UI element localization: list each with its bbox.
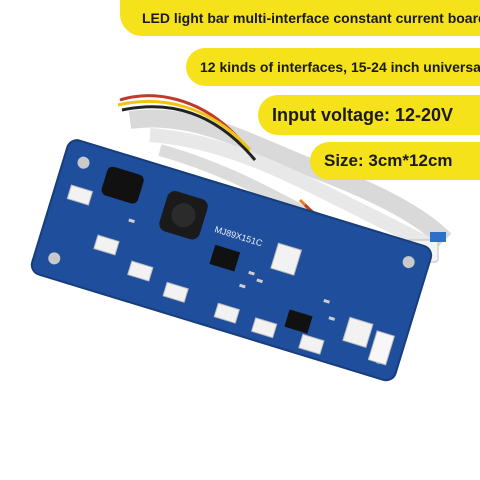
banner-interfaces: 12 kinds of interfaces, 15-24 inch unive… [186, 48, 480, 86]
banner-product-name: LED light bar multi-interface constant c… [120, 0, 480, 36]
banner-size: Size: 3cm*12cm [310, 142, 480, 180]
pcb-board: MJ89X151C [30, 139, 433, 382]
banner-input-voltage: Input voltage: 12-20V [258, 95, 480, 135]
